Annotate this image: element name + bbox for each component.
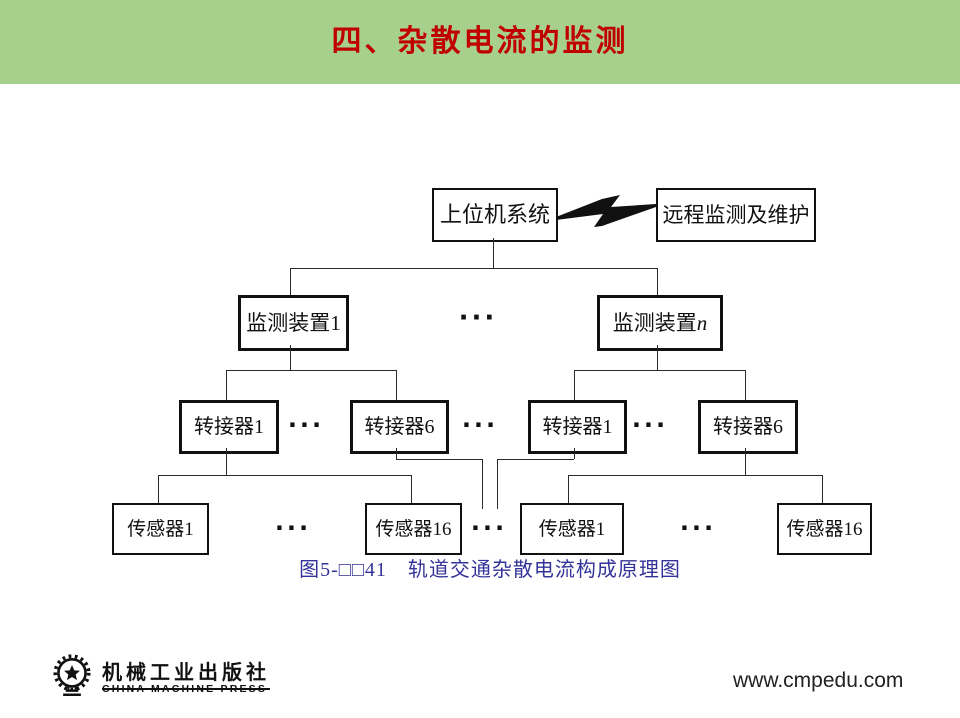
connector-line (574, 370, 745, 371)
connector-line (745, 370, 746, 400)
connector-line (290, 345, 291, 370)
publisher-gear-logo-icon (53, 654, 91, 697)
box-sensor-16-left: 传感器16 (365, 503, 462, 555)
publisher-website: www.cmpedu.com (733, 669, 904, 692)
connector-line (158, 475, 159, 503)
connector-line (493, 238, 494, 268)
connector-line (226, 370, 227, 400)
connector-line (745, 448, 746, 475)
connector-line (657, 345, 658, 370)
monitor-n-label: 监测装置 (612, 310, 697, 335)
connector-line (396, 448, 397, 459)
box-host-system: 上位机系统 (432, 188, 558, 242)
box-adapter-1-right: 转接器1 (528, 400, 627, 454)
connector-line (226, 448, 227, 475)
connector-line (482, 459, 483, 509)
ellipsis-monitors: ··· (458, 303, 498, 333)
connector-line (290, 268, 658, 269)
connector-line (396, 370, 397, 400)
box-remote-maintenance: 远程监测及维护 (656, 188, 816, 242)
connector-line (568, 475, 569, 503)
connector-line (411, 475, 412, 503)
connector-line (158, 475, 411, 476)
page-title: 四、杂散电流的监测 (331, 25, 629, 58)
box-adapter-6-left: 转接器6 (350, 400, 449, 454)
ellipsis-sensors-right: ··· (679, 514, 717, 542)
publisher-name-cn: 机械工业出版社 (102, 656, 270, 690)
slide-header: 四、杂散电流的监测 (0, 0, 960, 84)
connector-line (822, 475, 823, 503)
box-sensor-1-right: 传感器1 (520, 503, 624, 555)
box-sensor-16-right: 传感器16 (777, 503, 872, 555)
figure-caption: 图5-□□41 轨道交通杂散电流构成原理图 (299, 559, 681, 581)
box-adapter-1-left: 转接器1 (179, 400, 279, 454)
lightning-icon (556, 195, 656, 227)
connector-line (574, 370, 575, 400)
ellipsis-adapters-middle: ··· (461, 411, 499, 439)
monitor-n-variable: n (696, 310, 708, 335)
ellipsis-adapters-right: ··· (631, 411, 669, 439)
connector-line (657, 268, 658, 295)
connector-line (497, 459, 574, 460)
ellipsis-sensors-middle: ··· (470, 514, 508, 542)
connector-line (290, 268, 291, 295)
box-sensor-1-left: 传感器1 (112, 503, 209, 555)
box-adapter-6-right: 转接器6 (698, 400, 798, 454)
connector-line (226, 370, 396, 371)
box-monitor-1: 监测装置1 (238, 295, 349, 351)
ellipsis-sensors-left: ··· (274, 514, 312, 542)
connector-line (497, 459, 498, 509)
publisher-name-en: CHINA MACHINE PRESS (102, 683, 268, 695)
connector-line (574, 448, 575, 459)
connector-line (396, 459, 482, 460)
connector-line (568, 475, 822, 476)
ellipsis-adapters-left: ··· (287, 411, 325, 439)
